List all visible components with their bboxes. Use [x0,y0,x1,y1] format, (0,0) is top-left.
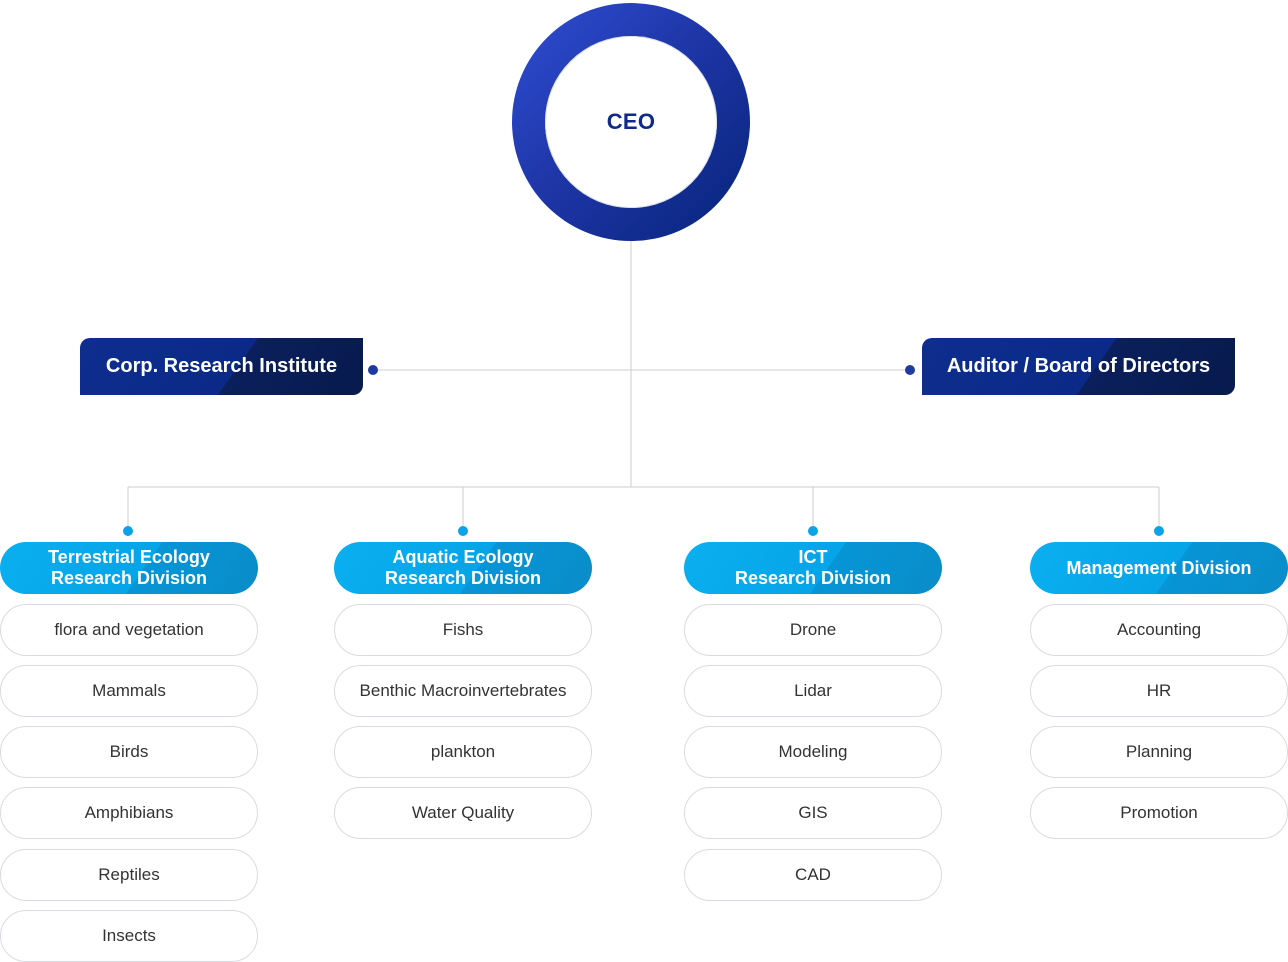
corp-research-institute-label: Corp. Research Institute [105,355,338,377]
division-dot-4 [1154,526,1164,536]
division-dot-3 [808,526,818,536]
division-header-aquatic: Aquatic Ecology Research Division [334,542,592,594]
unit-item: Reptiles [0,849,258,901]
left-connector-dot [368,365,378,375]
ceo-label: CEO [606,109,656,134]
unit-item: Mammals [0,665,258,717]
unit-item: Modeling [684,726,942,778]
unit-item: Planning [1030,726,1288,778]
division-header-ict: ICT Research Division [684,542,942,594]
unit-item: Amphibians [0,787,258,839]
unit-item: Benthic Macroinvertebrates [334,665,592,717]
division-dot-2 [458,526,468,536]
unit-item: Insects [0,910,258,962]
unit-item: Water Quality [334,787,592,839]
unit-item: Drone [684,604,942,656]
unit-item: Birds [0,726,258,778]
auditor-board-box: Auditor / Board of Directors [922,338,1235,395]
unit-item: GIS [684,787,942,839]
division-dot-1 [123,526,133,536]
unit-item: CAD [684,849,942,901]
unit-item: Promotion [1030,787,1288,839]
unit-item: plankton [334,726,592,778]
unit-item: Fishs [334,604,592,656]
ceo-node-inner: CEO [545,36,717,208]
right-connector-dot [905,365,915,375]
unit-item: HR [1030,665,1288,717]
unit-item: Accounting [1030,604,1288,656]
unit-item: flora and vegetation [0,604,258,656]
corp-research-institute-box: Corp. Research Institute [80,338,363,395]
division-header-management: Management Division [1030,542,1288,594]
division-header-terrestrial: Terrestrial Ecology Research Division [0,542,258,594]
auditor-board-label: Auditor / Board of Directors [946,355,1211,377]
unit-item: Lidar [684,665,942,717]
ceo-node: CEO [512,3,750,241]
